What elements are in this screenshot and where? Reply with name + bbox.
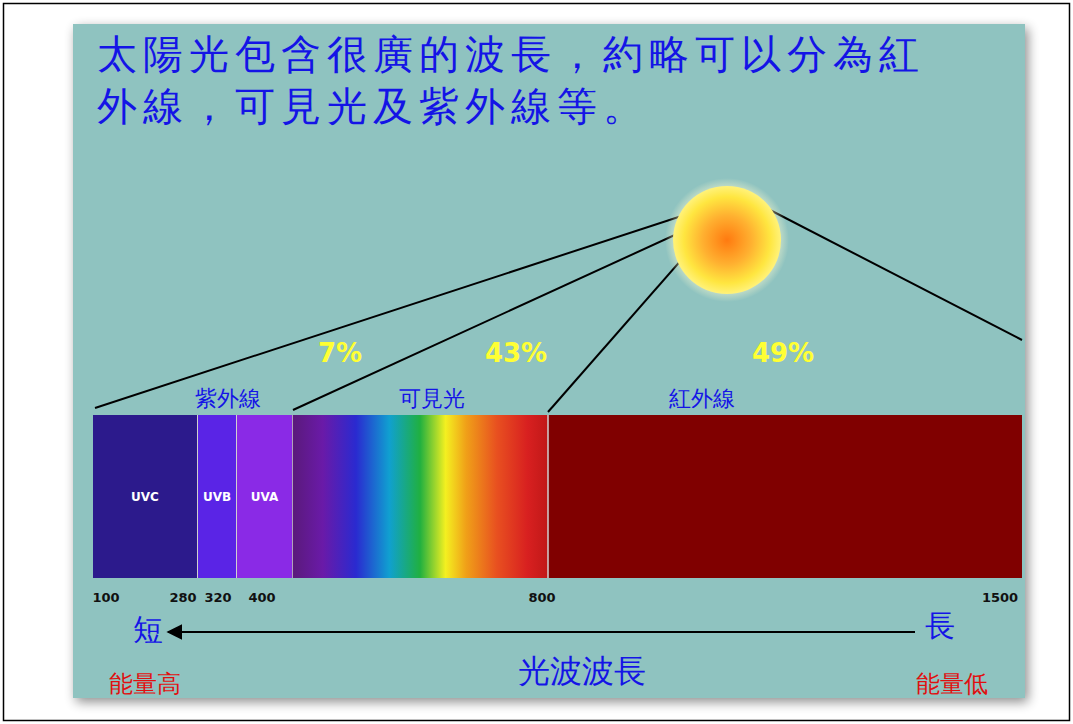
percent: 49% [752, 338, 814, 368]
axis-end: 短 [133, 610, 163, 651]
slide-title: 太陽光包含很廣的波長，約略可以分為紅外線，可見光及紫外線等。 [97, 28, 957, 132]
sun-glow [665, 178, 789, 302]
axis-end: 長 [925, 606, 955, 647]
ray-lines [95, 210, 1022, 412]
axis-number: 400 [248, 590, 275, 605]
energy-note: 能量高 [109, 668, 181, 700]
energy-note: 能量低 [916, 668, 988, 700]
sun [673, 186, 781, 294]
uv-band: UVC [93, 415, 198, 578]
panel [73, 24, 1025, 698]
percent: 43% [485, 338, 547, 368]
percent: 7% [318, 338, 362, 368]
axis-number: 800 [528, 590, 555, 605]
uv-band: UVB [198, 415, 237, 578]
visible-band [292, 415, 548, 578]
region-name: 可見光 [399, 384, 465, 414]
infrared-band [548, 415, 1022, 578]
slide-frame [4, 4, 1070, 721]
uv-band: UVA [237, 415, 292, 578]
axis-title: 光波波長 [518, 650, 646, 694]
band-label: UVC [131, 490, 159, 504]
band-label: UVB [203, 490, 231, 504]
region-name: 紫外線 [195, 384, 261, 414]
wavelength-arrow [168, 631, 915, 633]
region-name: 紅外線 [669, 384, 735, 414]
axis-number: 280 [169, 590, 196, 605]
band-label: UVA [251, 490, 279, 504]
axis-number: 1500 [982, 590, 1018, 605]
axis-number: 320 [204, 590, 231, 605]
axis-number: 100 [92, 590, 119, 605]
